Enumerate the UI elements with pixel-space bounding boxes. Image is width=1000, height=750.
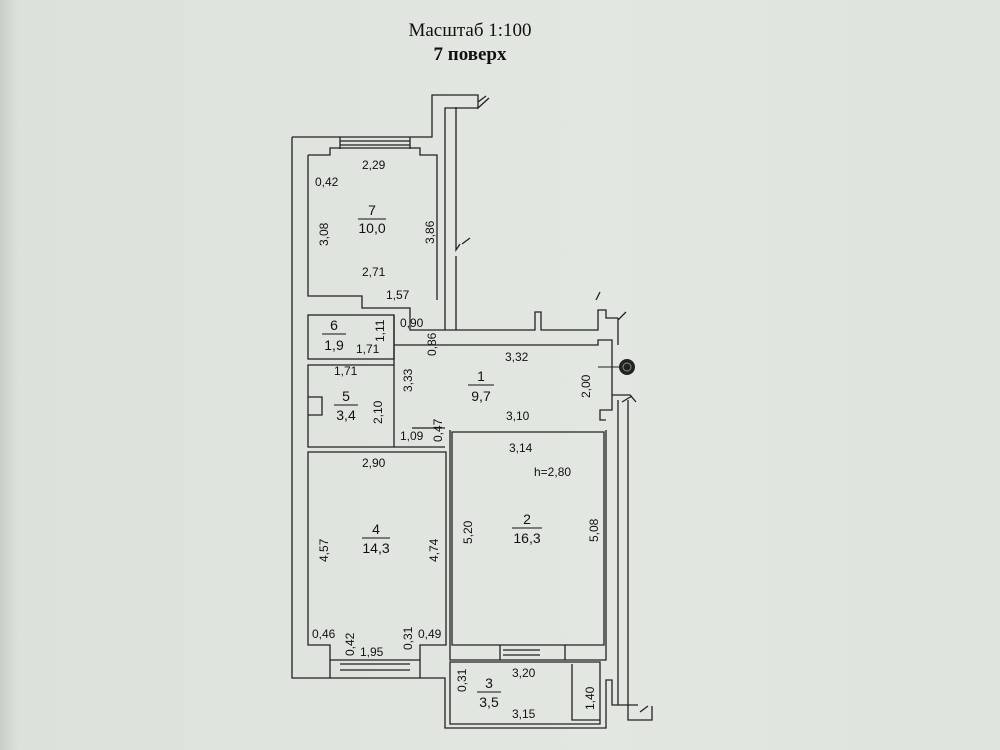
room-5-area: 3,4: [336, 407, 356, 423]
room-1-area: 9,7: [471, 388, 491, 404]
dim-label: 3,32: [505, 350, 529, 364]
room-1-number: 1: [477, 368, 485, 384]
room-7-number: 7: [368, 202, 376, 218]
dim-label: 1,11: [373, 319, 387, 342]
dim-label: 2,29: [362, 158, 386, 172]
scale-title: Масштаб 1:100: [408, 20, 532, 41]
dim-label: 3,15: [512, 707, 536, 721]
dim-label: 0,31: [455, 668, 469, 692]
dim-label: 0,47: [431, 418, 445, 442]
dim-label: 4,74: [427, 538, 441, 562]
dim-label: 1,95: [360, 645, 384, 659]
walls: [291, 94, 653, 729]
dim-label: 3,86: [423, 220, 437, 244]
dim-label: 2,10: [371, 400, 385, 424]
floor-title: 7 поверх: [433, 44, 507, 65]
room-4-number: 4: [372, 521, 380, 537]
dim-label: 4,57: [317, 538, 331, 562]
dim-label: 2,90: [362, 456, 386, 470]
room-4-area: 14,3: [362, 540, 389, 556]
room-5-number: 5: [342, 388, 350, 404]
dim-label: 1,71: [334, 364, 358, 378]
dim-label: 0,46: [312, 627, 336, 641]
room-3-area: 3,5: [479, 694, 499, 710]
room-2-area: 16,3: [513, 530, 540, 546]
dim-label: 0,86: [425, 332, 439, 356]
dim-label: 2,00: [579, 374, 593, 398]
dim-label: 3,33: [401, 368, 415, 392]
dim-label: 3,14: [509, 441, 533, 455]
dim-label: 5,20: [461, 520, 475, 544]
dim-label: 1,40: [583, 686, 597, 710]
dim-label: 2,71: [362, 265, 386, 279]
dim-label: 0,42: [315, 175, 339, 189]
dim-label: 1,09: [400, 429, 424, 443]
dim-label: 5,08: [587, 518, 601, 542]
meter-icon-inner: [622, 362, 632, 372]
dim-label: 3,10: [506, 409, 530, 423]
dim-label: 1,71: [356, 342, 380, 356]
dim-label: 3,08: [317, 222, 331, 246]
dim-label: 0,42: [343, 632, 357, 656]
room-2-number: 2: [523, 511, 531, 527]
dim-label: 1,57: [386, 288, 410, 302]
dim-label: 0,49: [418, 627, 442, 641]
room-6-area: 1,9: [324, 337, 344, 353]
dim-label: 0,31: [401, 626, 415, 650]
ceiling-height: h=2,80: [534, 465, 571, 479]
room-7-area: 10,0: [358, 220, 385, 236]
dim-label: 0,90: [400, 316, 424, 330]
dim-label: 3,20: [512, 666, 536, 680]
meter-icon: [619, 359, 635, 375]
room-6-number: 6: [330, 317, 338, 333]
room-3-number: 3: [485, 675, 493, 691]
dimension-labels: 2,29 0,42 3,08 3,86 2,71 1,57 1,11 0,90 …: [312, 158, 601, 721]
